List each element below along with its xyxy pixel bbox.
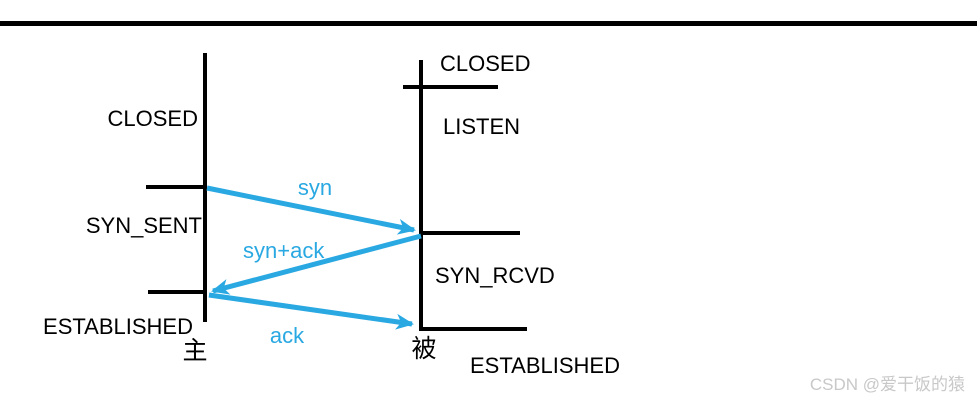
- initiator-state-established: ESTABLISHED: [43, 314, 193, 339]
- responder-role-label: 被: [411, 335, 437, 363]
- syn-ack-message-label: syn+ack: [243, 238, 325, 263]
- syn-message-label: syn: [297, 175, 333, 200]
- initiator-lifeline: [203, 53, 207, 322]
- initiator-state-syn-sent: SYN_SENT: [85, 213, 202, 238]
- responder-state-closed: CLOSED: [440, 51, 531, 76]
- initiator-role-label: 主: [182, 337, 208, 365]
- ack-arrow: [208, 292, 414, 330]
- csdn-watermark: CSDN @爱干饭的猿: [809, 375, 965, 394]
- responder-state-syn-rcvd: SYN_RCVD: [435, 263, 555, 288]
- responder-lifeline: [419, 60, 423, 329]
- responder-tick-established: [419, 327, 527, 331]
- initiator-state-closed: CLOSED: [107, 106, 198, 131]
- top-divider-rule: [0, 21, 977, 26]
- responder-state-established: ESTABLISHED: [470, 353, 620, 378]
- responder-tick-listen: [403, 85, 498, 89]
- ack-message-label: ack: [269, 323, 305, 348]
- responder-state-listen: LISTEN: [443, 114, 521, 139]
- responder-tick-syn-rcvd: [421, 231, 520, 235]
- initiator-tick-established: [148, 290, 205, 294]
- initiator-tick-syn-sent: [146, 185, 205, 189]
